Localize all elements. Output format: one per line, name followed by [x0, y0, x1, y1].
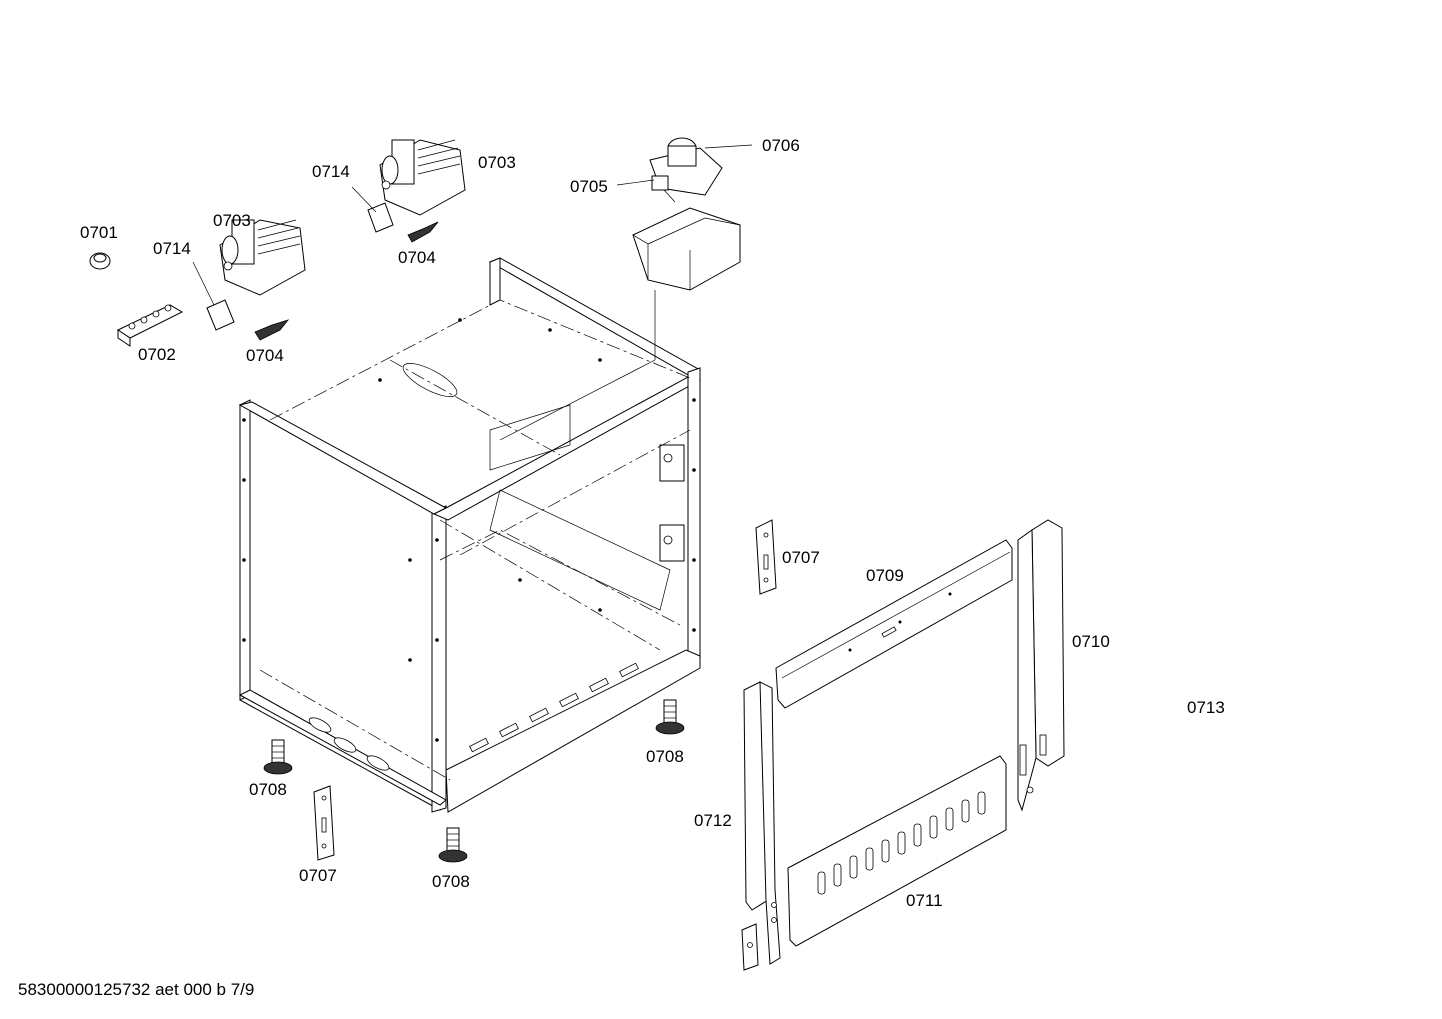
part-0708-foot-2: [438, 827, 468, 863]
label-0708-b: 0708: [432, 872, 470, 891]
part-0702-terminal-block: [116, 304, 184, 347]
part-0701-knob: [89, 252, 111, 270]
label-0712: 0712: [694, 811, 732, 830]
document-footer: 58300000125732 aet 000 b 7/9: [18, 980, 255, 999]
label-0702: 0702: [138, 345, 176, 364]
part-0707-bracket-right: [755, 519, 777, 595]
label-0707-a: 0707: [782, 548, 820, 567]
bottom-rail-slots: [469, 662, 639, 753]
part-0708-foot-3: [655, 699, 685, 735]
leader-lines: [192, 144, 753, 306]
label-0709: 0709: [866, 566, 904, 585]
label-0714-a: 0714: [312, 162, 350, 181]
part-labels: 0701 0714 0703 0702 0704 0714 0703 0704 …: [80, 136, 1225, 910]
part-0710-right-post: [1017, 519, 1065, 812]
cabinet-frame: [238, 257, 702, 813]
part-0712-left-post: [741, 681, 781, 971]
label-0704-b: 0704: [246, 346, 284, 365]
part-0706-thermostat: [649, 137, 723, 203]
label-0707-b: 0707: [299, 866, 337, 885]
label-0708-a: 0708: [249, 780, 287, 799]
label-0714-b: 0714: [153, 239, 191, 258]
fan-motor-lower: [206, 219, 306, 341]
part-0711-kick-plate: [787, 755, 1007, 947]
part-0708-foot-1: [263, 739, 293, 775]
label-0713: 0713: [1187, 698, 1225, 717]
label-0703-b: 0703: [213, 211, 251, 230]
part-0707-bracket-left: [313, 785, 335, 861]
label-0701: 0701: [80, 223, 118, 242]
label-0710: 0710: [1072, 632, 1110, 651]
part-0713-rod: [1109, 657, 1355, 966]
label-0704-a: 0704: [398, 248, 436, 267]
label-0705: 0705: [570, 177, 608, 196]
part-0709-top-rail: [775, 539, 1013, 709]
frame-screws: [242, 318, 696, 742]
label-0706: 0706: [762, 136, 800, 155]
kick-plate-slots: [817, 791, 986, 895]
label-0703-a: 0703: [478, 153, 516, 172]
label-0708-c: 0708: [646, 747, 684, 766]
label-0711: 0711: [906, 891, 943, 910]
thermostat-housing: [499, 207, 741, 441]
fan-motor-upper: [367, 139, 466, 243]
